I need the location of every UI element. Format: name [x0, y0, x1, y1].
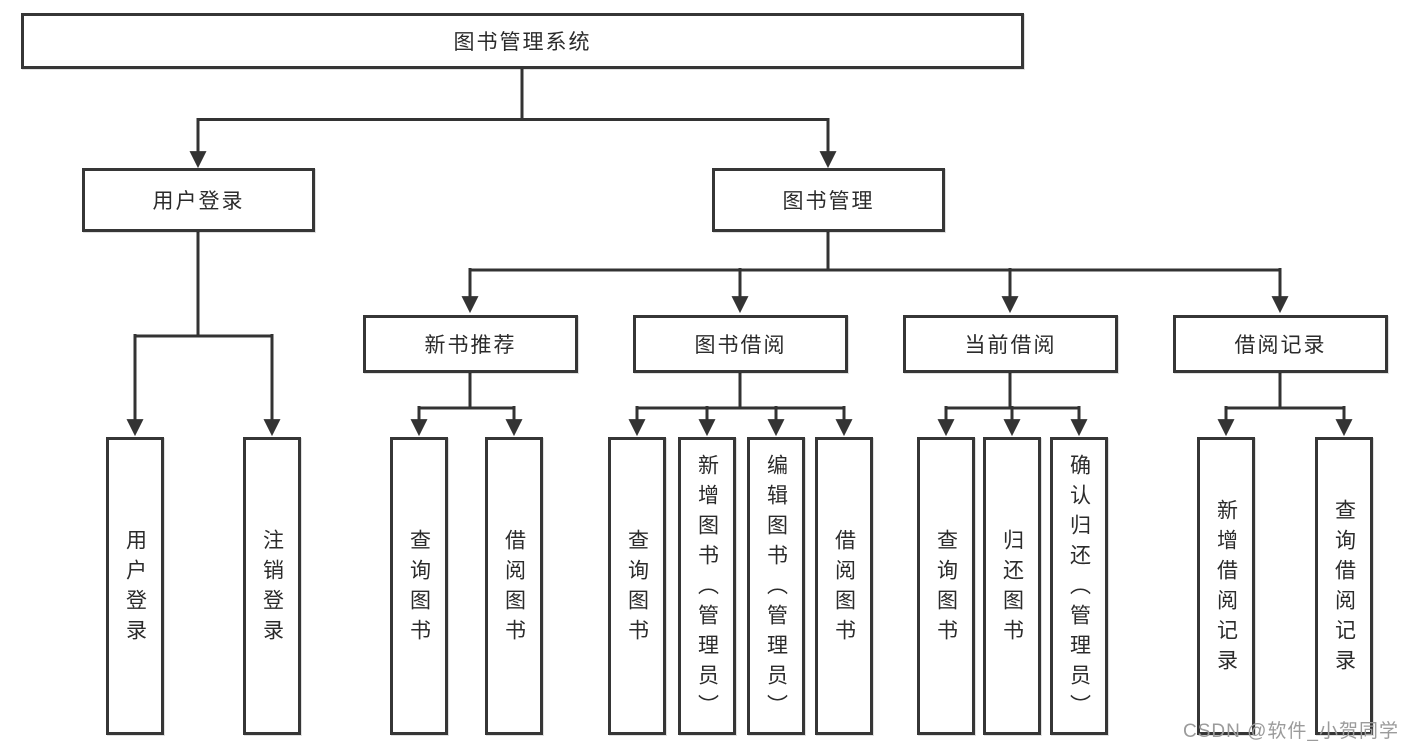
leaf-return-books: 归还图书: [983, 437, 1041, 735]
leaf-confirm-return-admin: 确认归还（管理员）: [1050, 437, 1108, 735]
root-node: 图书管理系统: [21, 13, 1024, 69]
leaf-query-borrow-record: 查询借阅记录: [1315, 437, 1373, 735]
leaf-borrow-books: 借阅图书: [815, 437, 873, 735]
connector-book-borrow: [628, 373, 853, 437]
leaf-edit-books-admin: 编辑图书（管理员）: [747, 437, 805, 735]
connector-user-login: [126, 232, 281, 437]
connector-borrow-record: [1217, 373, 1353, 437]
csdn-watermark: CSDN @软件_小贺同学: [1183, 721, 1399, 742]
node-borrow-record: 借阅记录: [1173, 315, 1388, 373]
branch-book-management: 图书管理: [712, 168, 945, 232]
connector-new-book-recommend: [410, 373, 523, 437]
leaf-query-books-current: 查询图书: [917, 437, 975, 735]
leaf-borrow-books-recommend: 借阅图书: [485, 437, 543, 735]
node-book-borrow: 图书借阅: [633, 315, 848, 373]
leaf-logout: 注销登录: [243, 437, 301, 735]
connector-book-management: [461, 232, 1289, 314]
branch-user-login: 用户登录: [82, 168, 315, 232]
leaf-add-books-admin: 新增图书（管理员）: [678, 437, 736, 735]
connector-root: [189, 69, 837, 169]
leaf-user-login: 用户登录: [106, 437, 164, 735]
leaf-add-borrow-record: 新增借阅记录: [1197, 437, 1255, 735]
leaf-query-books-recommend: 查询图书: [390, 437, 448, 735]
node-new-book-recommend: 新书推荐: [363, 315, 578, 373]
node-current-borrow: 当前借阅: [903, 315, 1118, 373]
connector-current-borrow: [937, 373, 1088, 437]
leaf-query-books-borrow: 查询图书: [608, 437, 666, 735]
